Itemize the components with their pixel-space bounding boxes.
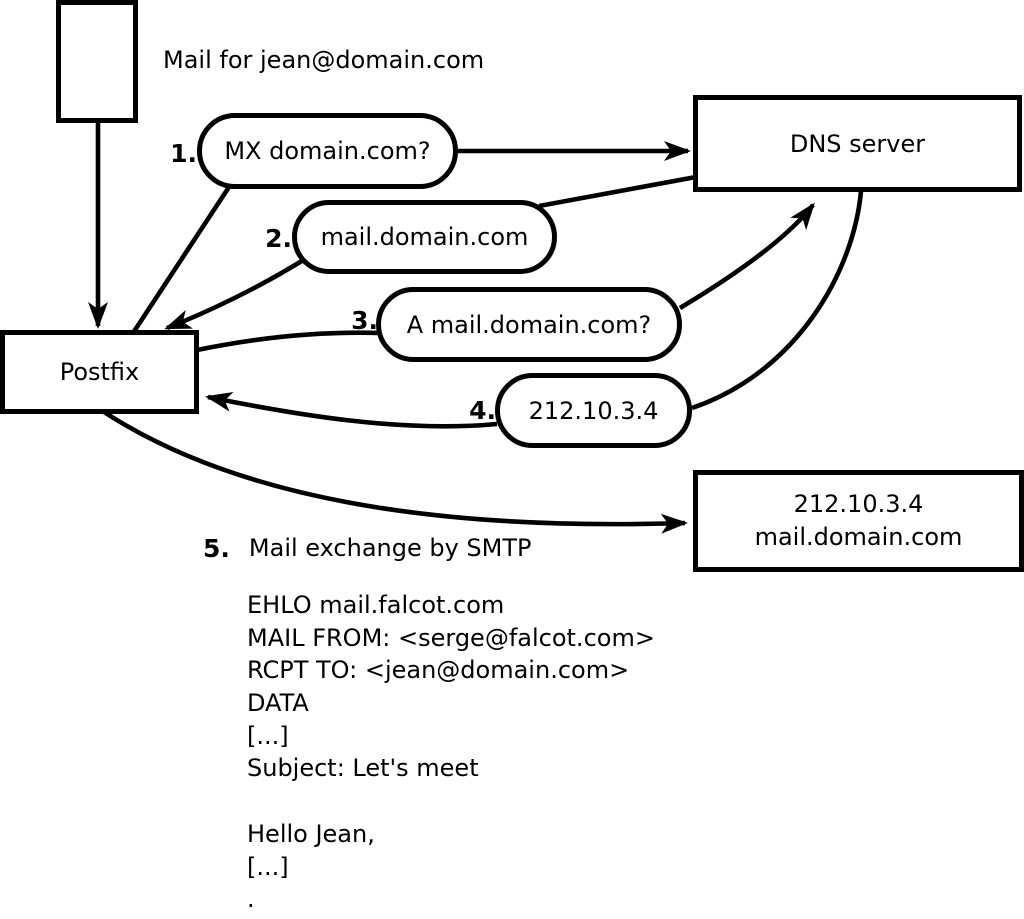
smtp-line: EHLO mail.falcot.com [247, 591, 505, 619]
step-1-query-label: MX domain.com? [224, 137, 431, 165]
mailserver-host-label: mail.domain.com [754, 523, 963, 551]
step-5-label: Mail exchange by SMTP [248, 534, 532, 562]
arrow-postfix-to-mailserver [102, 410, 688, 534]
smtp-line: . [247, 885, 255, 914]
arrow-reply4-to-postfix [205, 391, 498, 429]
step-4-reply-label: 212.10.3.4 [528, 396, 659, 425]
mailserver-node: 212.10.3.4 mail.domain.com [693, 470, 1024, 572]
dns-server-node-label: DNS server [789, 129, 926, 158]
smtp-line: Hello Jean, [247, 819, 375, 848]
dns-server-node: DNS server [693, 95, 1022, 192]
smtp-line: RCPT TO: <jean@domain.com> [247, 656, 630, 685]
smtp-session-transcript: EHLO mail.falcot.com MAIL FROM: <serge@f… [247, 589, 655, 916]
line-postfix-to-query1 [131, 185, 231, 335]
step-5-caption: 5. Mail exchange by SMTP [203, 534, 532, 563]
step-1-query-pill: MX domain.com? [197, 113, 458, 189]
smtp-line: [...] [247, 852, 289, 881]
line-dns-to-reply2 [538, 174, 697, 209]
smtp-line [247, 785, 655, 818]
smtp-line: [...] [247, 721, 289, 750]
step-1-number: 1. [170, 139, 197, 168]
line-postfix-to-query3 [196, 330, 383, 353]
step-2-number: 2. [265, 224, 292, 253]
step-3-query-pill: A mail.domain.com? [376, 287, 682, 362]
step-2-reply-pill: mail.domain.com [292, 200, 557, 274]
step-3-query-label: A mail.domain.com? [406, 310, 652, 339]
step-2-reply-label: mail.domain.com [320, 223, 529, 251]
arrow-reply2-to-postfix [164, 257, 307, 331]
postfix-node-label: Postfix [59, 358, 140, 386]
mailserver-ip-label: 212.10.3.4 [793, 490, 924, 518]
step-4-reply-pill: 212.10.3.4 [495, 373, 692, 448]
step-5-number: 5. [203, 534, 230, 563]
arrow-query3-to-dns [678, 202, 815, 310]
smtp-line: Subject: Let's meet [247, 754, 479, 783]
postfix-node: Postfix [0, 330, 199, 414]
mail-message-node [56, 0, 138, 123]
smtp-line: DATA [247, 689, 309, 718]
mail-note: Mail for jean@domain.com [163, 46, 485, 74]
step-3-number: 3. [351, 306, 378, 335]
smtp-line: MAIL FROM: <serge@falcot.com> [247, 623, 655, 652]
step-4-number: 4. [469, 396, 496, 425]
line-dns-to-reply4 [691, 190, 864, 411]
